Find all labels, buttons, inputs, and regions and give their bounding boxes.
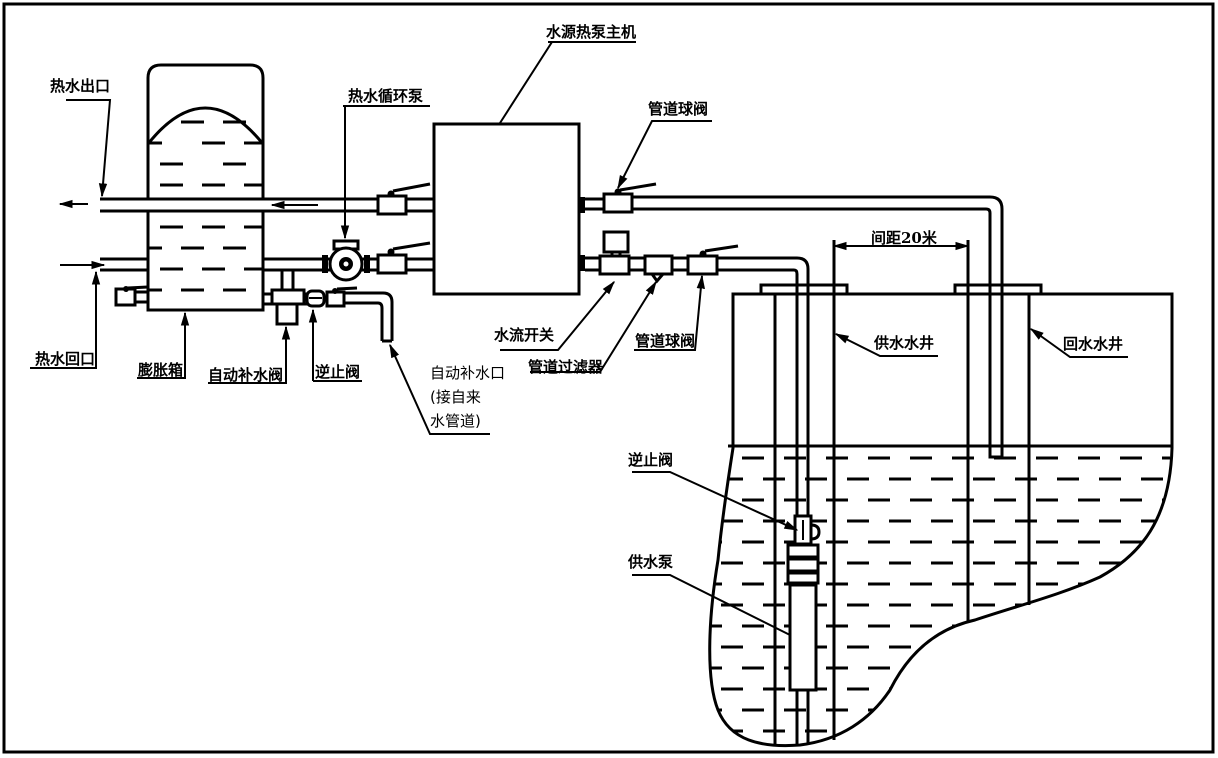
expansion-tank — [146, 63, 265, 312]
supply-pump-assembly — [786, 514, 821, 692]
tank-drain-valve — [114, 285, 149, 307]
makeup-ball-valve — [325, 290, 346, 308]
label-underlines — [35, 41, 636, 384]
supply-pump — [788, 583, 818, 692]
label-auto-makeup-inlet-3: 水管道) — [430, 412, 481, 430]
label-auto-makeup-inlet-2: (接自来 — [430, 388, 481, 406]
label-auto-makeup-valve: 自动补水阀 — [208, 366, 283, 384]
label-pipe-ball-valve-bottom: 管道球阀 — [635, 332, 695, 350]
label-supply-pump: 供水泵 — [627, 553, 673, 571]
label-check-valve-top: 逆止阀 — [315, 363, 360, 381]
label-water-flow-switch: 水流开关 — [494, 326, 554, 344]
well-ground — [708, 209, 1174, 748]
water-flow-switch — [602, 230, 630, 254]
ball-valve-return — [376, 241, 431, 275]
label-heat-pump-unit: 水源热泵主机 — [546, 23, 636, 41]
label-expansion-tank: 膨胀箱 — [138, 361, 183, 379]
label-hot-water-outlet: 热水出口 — [50, 77, 110, 95]
label-auto-makeup-inlet-1: 自动补水口 — [430, 364, 505, 382]
label-hot-water-return: 热水回口 — [35, 350, 95, 368]
ball-valve-outlet — [376, 182, 431, 216]
label-pipe-filter: 管道过滤器 — [528, 358, 604, 376]
label-pipe-ball-valve-top: 管道球阀 — [648, 100, 708, 118]
tank-water-dashes — [148, 120, 263, 292]
label-supply-well: 供水水井 — [873, 334, 934, 352]
auto-makeup-valve-body — [270, 288, 306, 306]
label-return-well: 回水水井 — [1063, 335, 1123, 353]
label-check-valve-well: 逆止阀 — [628, 451, 673, 469]
pipe-ball-valve-bottom — [686, 254, 719, 276]
pipe-filter — [643, 254, 674, 276]
supply-well-cap — [759, 283, 849, 296]
return-well-cap — [953, 283, 1043, 296]
label-spacing: 间距20米 — [871, 229, 938, 247]
pipe-ball-valve-top — [602, 192, 634, 214]
auto-makeup-line — [263, 268, 394, 343]
label-circulation-pump: 热水循环泵 — [348, 87, 423, 105]
labels: 热水出口 热水回口 膨胀箱 自动补水阀 逆止阀 自动补水口 (接自来 水管道) … — [35, 23, 1123, 571]
heat-pump-unit — [432, 122, 581, 296]
supply-well-pipe — [579, 230, 810, 745]
return-well-pipe — [579, 182, 1004, 459]
hot-water-circulation-pump — [322, 239, 370, 282]
